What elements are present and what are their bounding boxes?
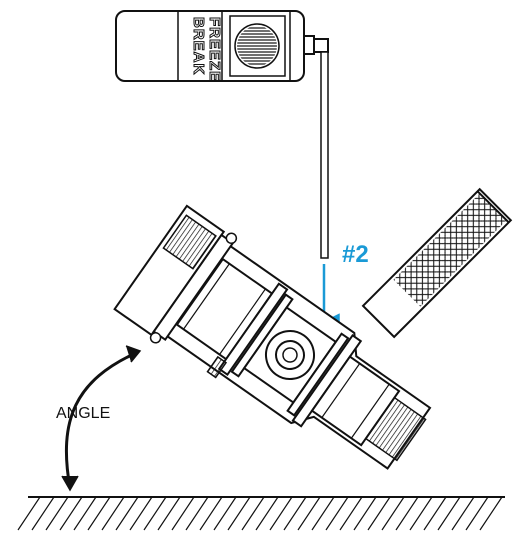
ground-hatch-line: [479, 496, 503, 531]
spray-can-icon: BREAK FREEZE: [115, 10, 329, 259]
ground-hatch-line: [451, 496, 475, 531]
ground-hatch-line: [17, 496, 41, 531]
ground-hatch-line: [143, 496, 167, 531]
ground-hatch-line: [185, 496, 209, 531]
angle-label: ANGLE: [56, 405, 111, 422]
ground-hatch-line: [465, 496, 489, 531]
ground-hatch-line: [115, 496, 139, 531]
ground-hatch-line: [45, 496, 69, 531]
ground-hatch-line: [381, 496, 405, 531]
ground-hatch-line: [255, 496, 279, 531]
can-brand-line2: FREEZE: [206, 17, 223, 82]
valve-assembly: [113, 204, 432, 470]
ground-hatch-line: [339, 496, 363, 531]
ground-hatch-line: [101, 496, 125, 531]
ground-hatch-line: [87, 496, 111, 531]
ground-surface: [17, 496, 505, 531]
ground-hatch-line: [409, 496, 433, 531]
ground-hatch-line: [325, 496, 349, 531]
ground-hatch-line: [423, 496, 447, 531]
ground-hatch-line: [367, 496, 391, 531]
ground-hatch-line: [353, 496, 377, 531]
ground-hatch-line: [73, 496, 97, 531]
ground-hatch-line: [269, 496, 293, 531]
ground-hatch-line: [59, 496, 83, 531]
ground-hatch-line: [311, 496, 335, 531]
ground-hatch-line: [157, 496, 181, 531]
ground-hatch-line: [241, 496, 265, 531]
step-number-label: #2: [342, 241, 369, 268]
knurled-handle: [361, 187, 513, 339]
ground-hatch-line: [31, 496, 55, 531]
ground-hatch-line: [395, 496, 419, 531]
ground-hatch-line: [227, 496, 251, 531]
ground-hatch-line: [129, 496, 153, 531]
ground-hatch-line: [297, 496, 321, 531]
ground-hatch-line: [171, 496, 195, 531]
can-brand-line1: BREAK: [190, 17, 207, 75]
ground-hatch-line: [199, 496, 223, 531]
ground-hatch-line: [437, 496, 461, 531]
angle-arc: [61, 345, 142, 492]
ground-hatch-line: [213, 496, 237, 531]
ground-hatch-line: [283, 496, 307, 531]
